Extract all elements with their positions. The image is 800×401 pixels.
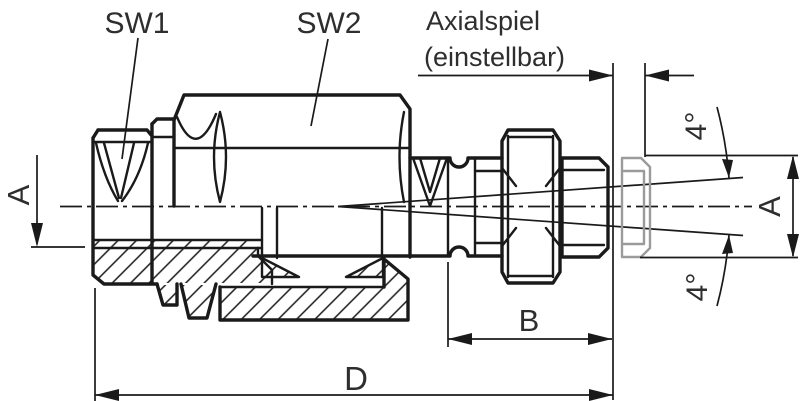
union-nut-outline bbox=[91, 122, 159, 286]
d-label: D bbox=[344, 360, 368, 397]
hex-body-corner-lens bbox=[212, 110, 228, 204]
spacer-washer-outline bbox=[150, 117, 176, 208]
lock-nut-outline bbox=[500, 128, 562, 285]
section-hatch-body-upper-band bbox=[93, 241, 272, 283]
taper-lines bbox=[337, 176, 744, 237]
stud-thread-lines bbox=[473, 169, 504, 245]
hex-body-corner-lens-right bbox=[398, 110, 406, 204]
part-outlines bbox=[91, 93, 610, 322]
axial-play-extension-lines bbox=[612, 63, 646, 400]
body-skirt-tooth bbox=[179, 282, 218, 320]
section-hatch-body-tooth bbox=[182, 285, 215, 317]
arrowhead bbox=[448, 333, 472, 345]
section-hatching bbox=[93, 241, 407, 319]
arrowhead bbox=[722, 235, 733, 254]
cone-seat bbox=[411, 156, 449, 208]
sw1-leader-line bbox=[121, 37, 139, 160]
taper-line-upper bbox=[337, 176, 744, 208]
arrowhead bbox=[645, 69, 669, 82]
leader-lines bbox=[121, 37, 329, 160]
dimension-b bbox=[447, 262, 612, 347]
a-right-label: A bbox=[752, 196, 787, 217]
threaded-tip-outline bbox=[560, 156, 610, 259]
bore-step-edges bbox=[260, 206, 384, 260]
a-right-extension-lines bbox=[640, 154, 798, 259]
union-nut-chamfer-curves bbox=[94, 141, 150, 203]
arrowhead bbox=[787, 155, 799, 179]
dimension-axial-play bbox=[418, 63, 694, 400]
stud-top-edge bbox=[408, 156, 504, 169]
section-hatch-hex-skirt bbox=[221, 260, 407, 319]
phantom-position bbox=[620, 156, 652, 259]
groove-land-edges bbox=[446, 156, 477, 258]
arrowhead bbox=[31, 223, 43, 247]
tube-bore-lines bbox=[91, 238, 264, 250]
arrowhead bbox=[588, 333, 612, 345]
text-labels: SW1 SW2 Axialspiel (einstellbar) A A 4° … bbox=[1, 6, 787, 397]
dimension-angle-indicators bbox=[716, 106, 733, 307]
sw2-leader-line bbox=[310, 38, 329, 127]
arrowhead bbox=[95, 389, 119, 401]
nut-skirt-tooth bbox=[155, 282, 179, 307]
lock-nut-facets bbox=[500, 134, 562, 279]
axial-play-label-line1: Axialspiel bbox=[426, 6, 540, 36]
angle-label-bottom: 4° bbox=[681, 273, 714, 302]
dimension-a-left bbox=[31, 155, 85, 248]
threaded-tip-thread-lines bbox=[560, 168, 606, 247]
taper-line-lower bbox=[337, 205, 744, 237]
hex-body-chamfer-arc bbox=[175, 112, 218, 140]
arrowhead bbox=[787, 234, 799, 258]
arrowhead bbox=[589, 69, 613, 82]
sw2-label: SW2 bbox=[296, 7, 361, 40]
arrowhead bbox=[589, 389, 613, 401]
phantom-tip-outline bbox=[620, 156, 652, 259]
dimension-d bbox=[94, 288, 613, 401]
stud-bottom-edge bbox=[251, 245, 504, 258]
b-label: B bbox=[519, 303, 540, 338]
cutting-ring-section bbox=[260, 256, 385, 279]
angle-label-top: 4° bbox=[680, 112, 713, 141]
axial-play-label-line2: (einstellbar) bbox=[424, 42, 565, 72]
sw1-label: SW1 bbox=[104, 7, 169, 40]
arrowhead bbox=[722, 159, 733, 178]
a-left-label: A bbox=[1, 184, 36, 205]
dimension-a-right bbox=[640, 154, 799, 259]
